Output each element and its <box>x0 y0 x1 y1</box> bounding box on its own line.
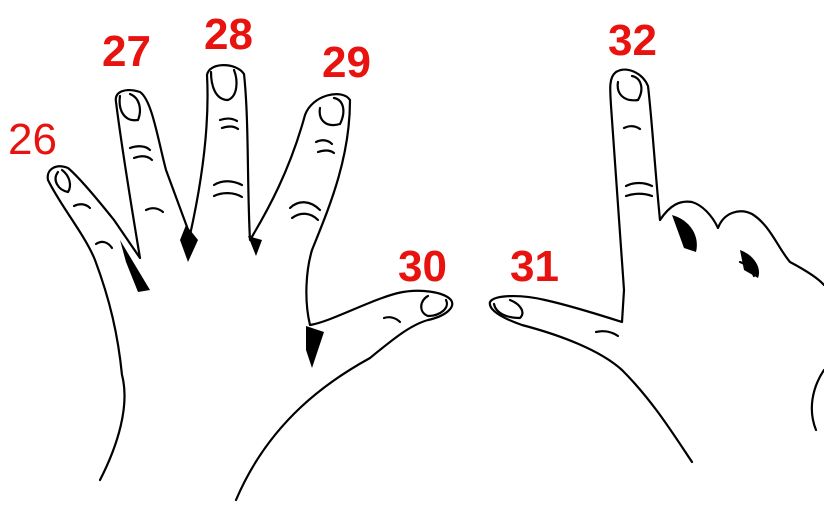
number-30: 30 <box>398 245 447 289</box>
number-29: 29 <box>322 41 371 85</box>
number-31: 31 <box>510 245 559 289</box>
number-28: 28 <box>204 13 253 57</box>
number-26: 26 <box>8 118 57 162</box>
number-32: 32 <box>608 19 657 63</box>
left-hand <box>48 65 453 500</box>
number-27: 27 <box>102 30 151 74</box>
